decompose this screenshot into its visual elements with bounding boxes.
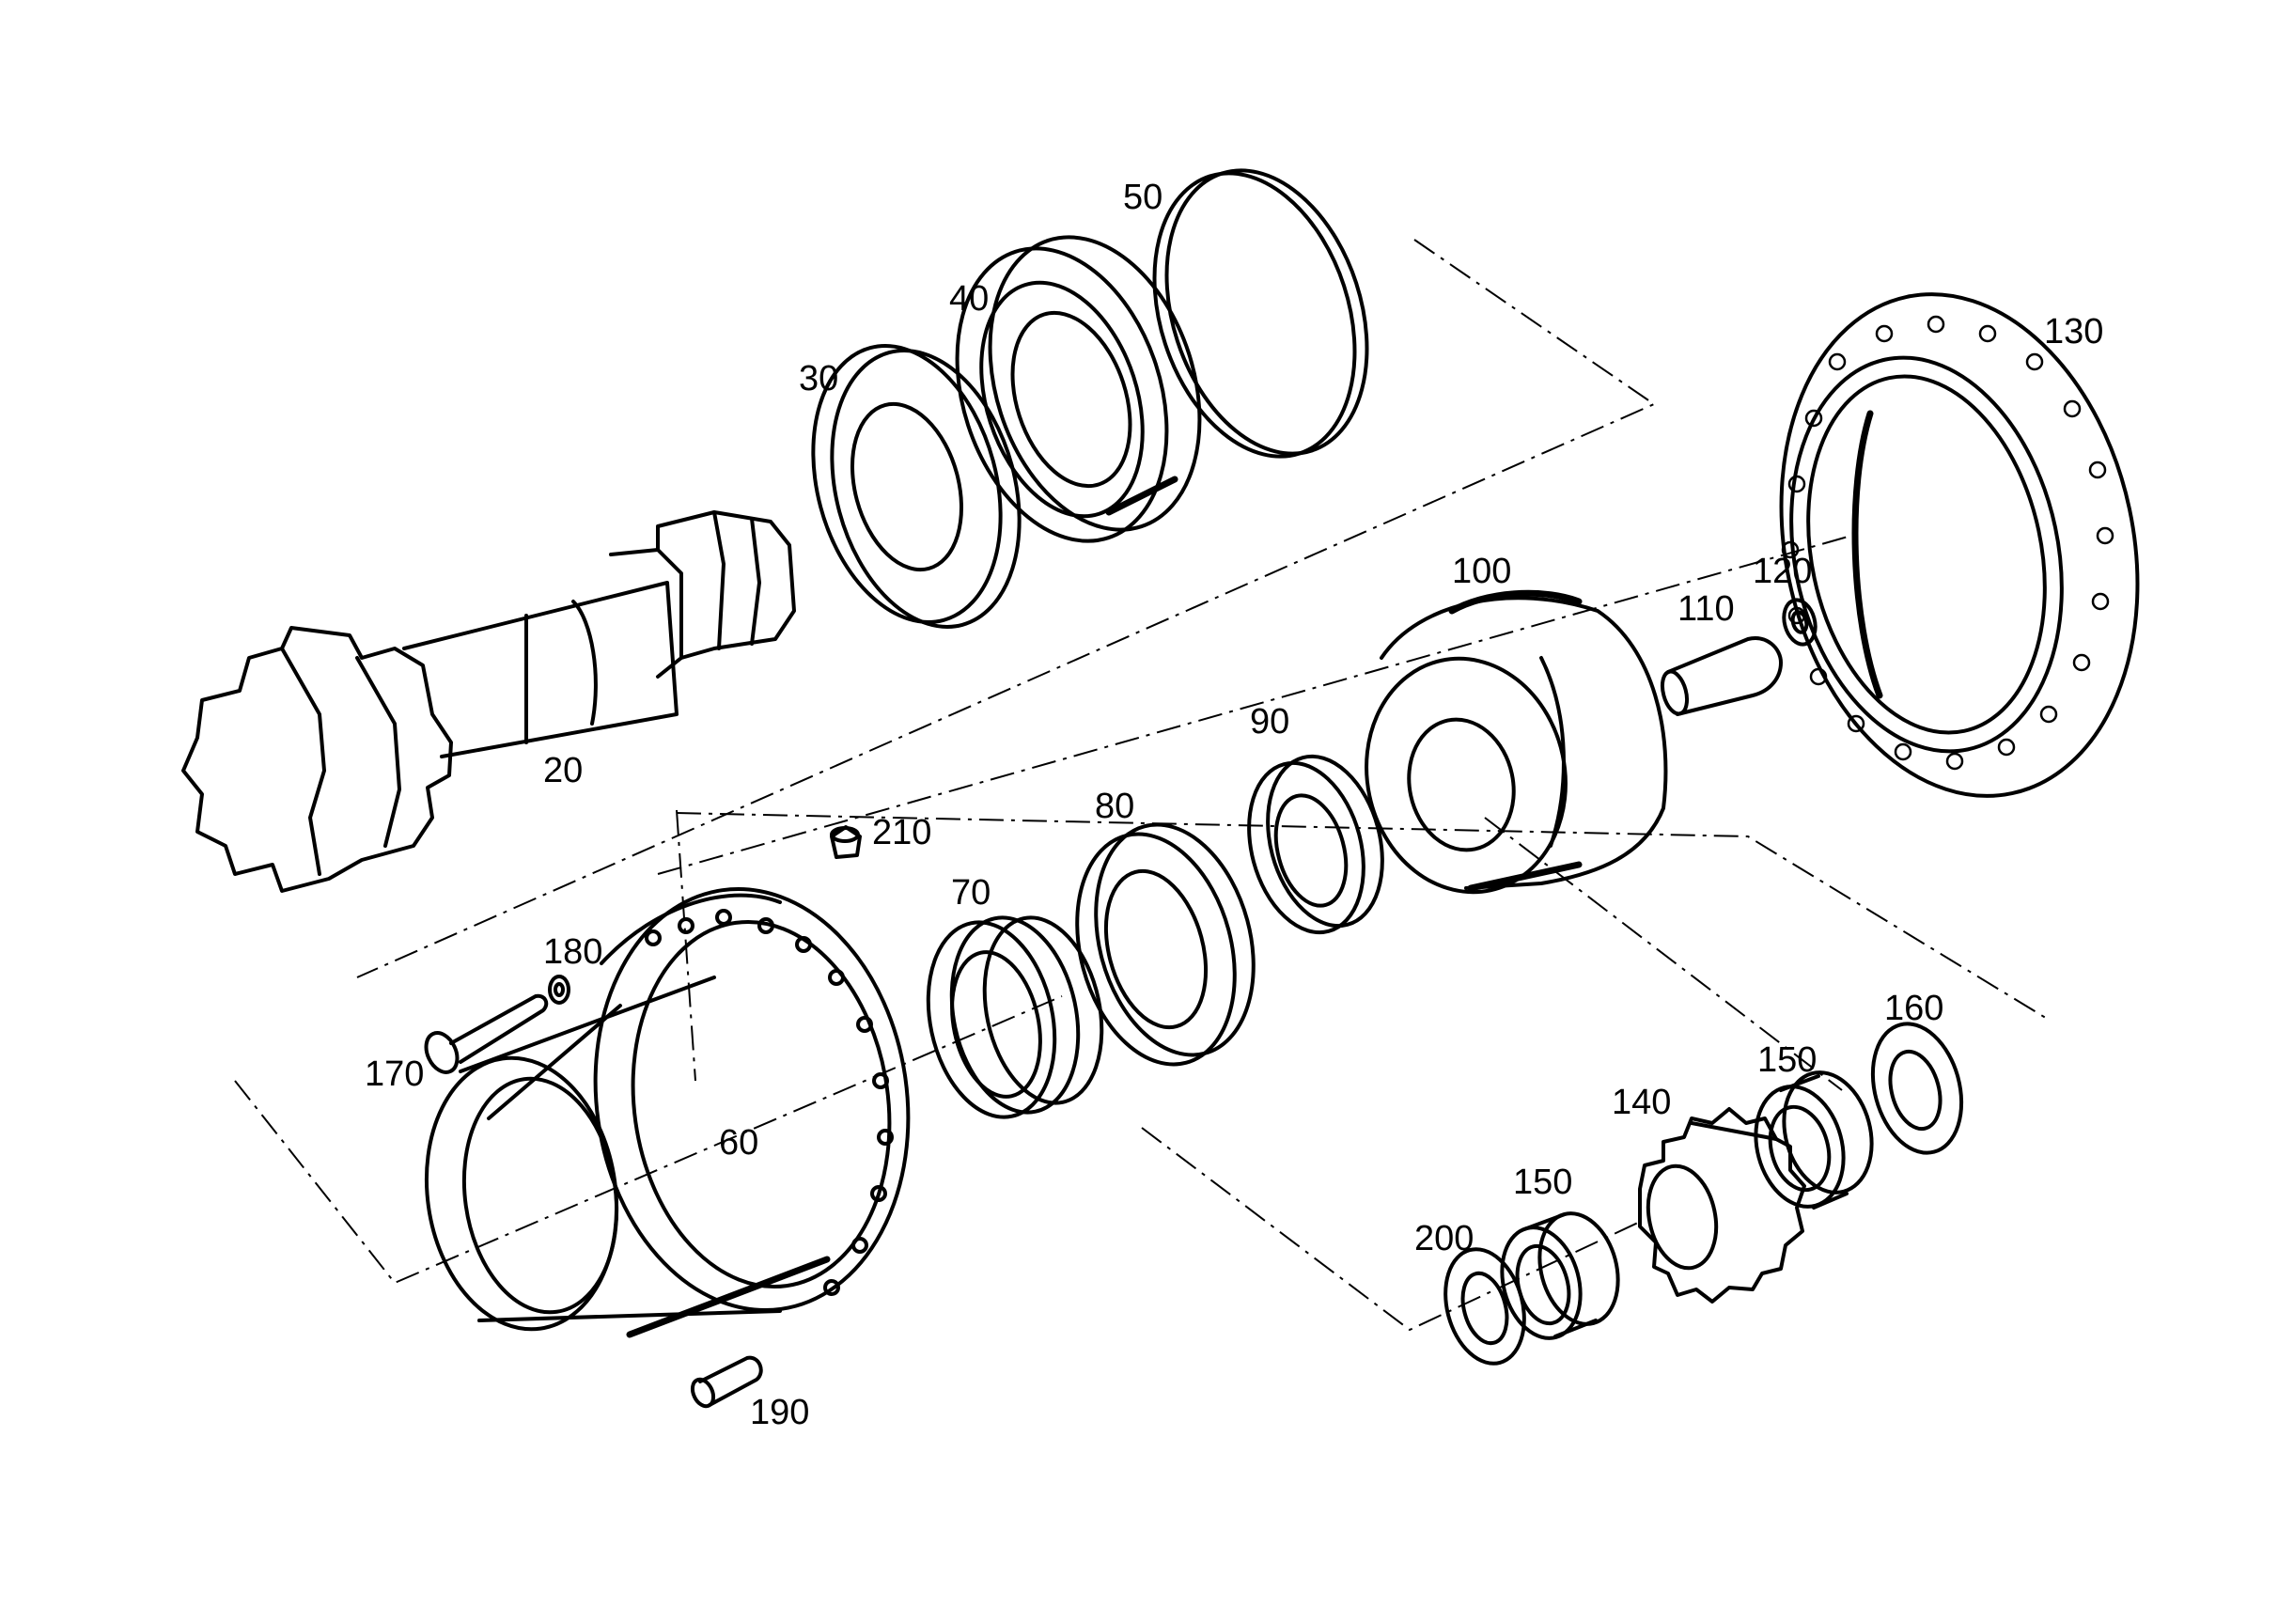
part-180-washer: 180 — [543, 932, 602, 1005]
label-20: 20 — [543, 751, 583, 790]
part-140-planet-gear: 140 — [1612, 1083, 1806, 1304]
label-150b: 150 — [1513, 1163, 1572, 1202]
part-90-slotted-nut: 90 — [1247, 702, 1384, 935]
label-130: 130 — [2044, 312, 2103, 351]
part-120-washer: 120 — [1753, 552, 1818, 647]
part-170-screw: 170 — [365, 993, 549, 1094]
label-50: 50 — [1123, 178, 1162, 217]
label-110: 110 — [1677, 589, 1735, 629]
label-90: 90 — [1250, 702, 1289, 742]
label-60: 60 — [719, 1123, 758, 1163]
part-200-thrust-washer: 200 — [1414, 1219, 1526, 1366]
part-190-dowel-pin: 190 — [690, 1355, 809, 1432]
part-60-wheel-hub: 60 — [424, 887, 911, 1338]
label-210: 210 — [872, 813, 931, 852]
part-70-shaft-seal: 70 — [926, 873, 1104, 1119]
part-110-planet-pin: 110 — [1660, 589, 1783, 716]
label-200: 200 — [1414, 1219, 1474, 1258]
assembly-guide-lines — [234, 239, 2050, 1332]
part-150-needle-bearing-rear: 150 — [1754, 1040, 1874, 1210]
part-50-o-ring: 50 — [1123, 168, 1369, 459]
part-30-seal-ring: 30 — [799, 344, 1022, 629]
label-100: 100 — [1452, 552, 1511, 591]
label-190: 190 — [750, 1393, 809, 1432]
label-30: 30 — [799, 359, 838, 398]
label-40: 40 — [949, 279, 989, 319]
label-160: 160 — [1884, 989, 1943, 1028]
part-160-thrust-washer: 160 — [1870, 989, 1964, 1155]
part-130-ring-gear: 130 — [1779, 292, 2140, 798]
part-40-tapered-bearing: 40 — [949, 235, 1202, 543]
part-80-bearing: 80 — [1075, 787, 1256, 1067]
part-20-splined-shaft: 20 — [181, 510, 796, 893]
label-70: 70 — [951, 873, 991, 913]
label-140: 140 — [1612, 1083, 1671, 1122]
part-210-plug: 210 — [830, 813, 931, 859]
label-150a: 150 — [1757, 1040, 1817, 1080]
label-180: 180 — [543, 932, 602, 972]
label-120: 120 — [1753, 552, 1812, 591]
part-100-planet-carrier: 100 — [1365, 552, 1668, 895]
label-80: 80 — [1095, 787, 1134, 826]
part-150-needle-bearing-front: 150 — [1500, 1163, 1620, 1340]
label-170: 170 — [365, 1054, 424, 1094]
